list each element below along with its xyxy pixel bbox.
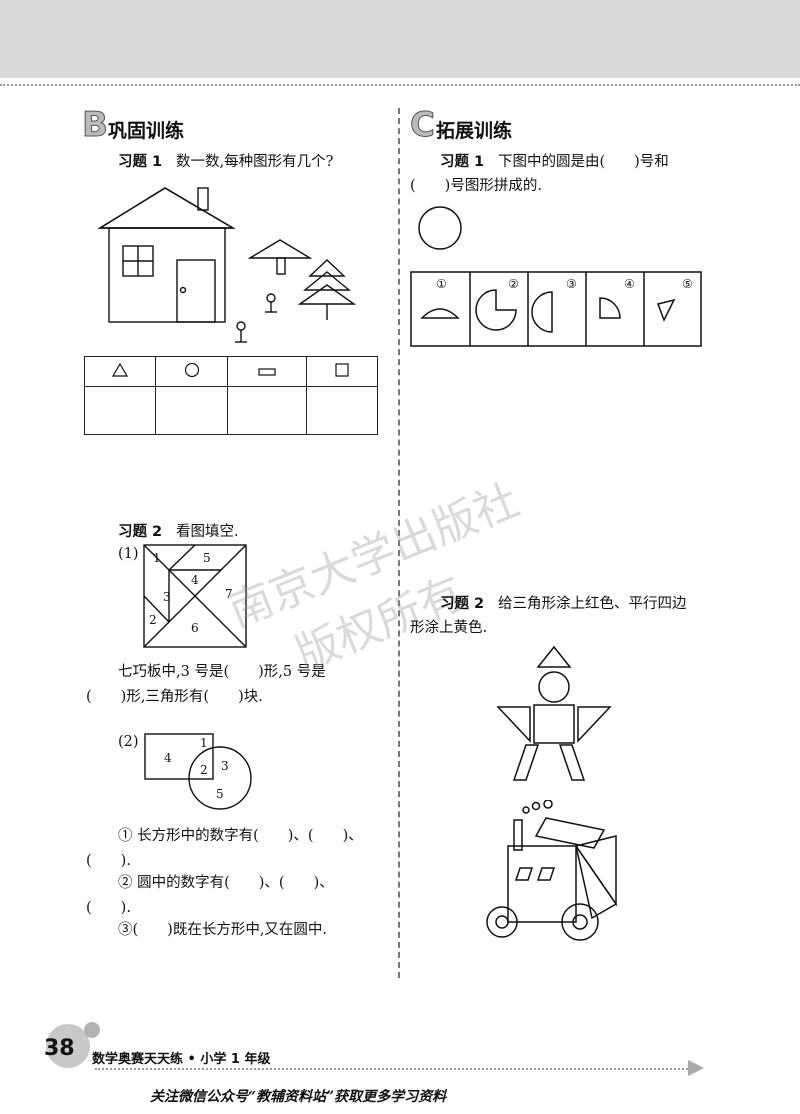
overlap-label-5: 5 (216, 787, 224, 801)
c-q2-line1: 习题 2 给三角形涂上红色、平行四边 (440, 594, 686, 614)
book-title: 数学奥赛天天练 • 小学 1 年级 (92, 1052, 271, 1067)
tangram-label-7: 7 (225, 587, 233, 601)
b-q2-part2-line1: ① 长方形中的数字有( )、( )、 (118, 828, 363, 844)
c-q1-label: 习题 1 (440, 154, 485, 170)
circle-icon (155, 356, 228, 387)
option-2-label: ② (508, 277, 519, 291)
section-c-letter: C (410, 105, 436, 145)
promo-note: 关注微信公众号“教辅资料站”获取更多学习资料 (150, 1089, 447, 1105)
b-q2-part1-line2: ( )形,三角形有( )块. (86, 689, 263, 705)
overlap-label-2: 2 (200, 763, 208, 777)
option-1-label: ① (436, 277, 447, 291)
b-q2-part2-line5: ③( )既在长方形中,又在圆中. (118, 922, 328, 938)
house-scene-figure (97, 187, 357, 343)
count-table (83, 356, 379, 435)
b-q2-part1-number: (1) (118, 546, 139, 562)
b-q1-label: 习题 1 (118, 154, 163, 170)
section-c-title: 拓展训练 (436, 120, 513, 142)
overlap-label-1: 1 (200, 736, 208, 750)
b-q1-text: 数一数,每种图形有几个? (175, 154, 334, 170)
c-q2-line2: 形涂上黄色. (410, 620, 488, 636)
tangram-label-5: 5 (203, 551, 211, 565)
options-strip: ① ② ③ ④ ⑤ (410, 271, 702, 347)
b-q2-text: 看图填空. (175, 524, 239, 540)
square-count-cell[interactable] (305, 386, 379, 435)
tangram-figure: 1 2 3 4 5 6 7 (143, 544, 247, 648)
c-q1-line2: ( )号图形拼成的. (410, 178, 542, 194)
b-q2-part2-line4: ( ). (86, 900, 131, 916)
tangram-label-4: 4 (191, 573, 199, 587)
robot-figure[interactable] (494, 645, 614, 785)
top-dotted-rule (0, 84, 800, 86)
circle-count-cell[interactable] (155, 386, 228, 435)
option-5-label: ⑤ (682, 277, 693, 291)
target-circle (418, 206, 462, 250)
c-q2-label: 习题 2 (440, 596, 485, 612)
footer-dotted-rule (95, 1068, 695, 1070)
b-q2-part2-line2: ( ). (86, 853, 131, 869)
c-q2-text: 给三角形涂上红色、平行四边 (497, 596, 687, 612)
page-badge-icon (46, 1022, 100, 1068)
b-q1-line: 习题 1 数一数,每种图形有几个? (118, 152, 333, 172)
tangram-label-2: 2 (149, 613, 157, 627)
tangram-label-1: 1 (153, 551, 161, 565)
page-number: 38 (44, 1036, 75, 1061)
tangram-label-3: 3 (163, 590, 171, 604)
b-q2-part1-line1: 七巧板中,3 号是( )形,5 号是 (118, 664, 326, 680)
column-divider (398, 108, 400, 978)
triangle-icon (83, 356, 157, 387)
b-q2-label: 习题 2 (118, 524, 163, 540)
top-band (0, 0, 800, 78)
section-b-title: 巩固训练 (108, 120, 185, 142)
b-q2-line: 习题 2 看图填空. (118, 522, 239, 542)
option-3-label: ③ (566, 277, 577, 291)
b-q2-part2-line3: ② 圆中的数字有( )、( )、 (118, 875, 334, 891)
rectangle-count-cell[interactable] (226, 386, 307, 435)
c-q1-text: 下图中的圆是由( )号和 (497, 154, 669, 170)
triangle-count-cell[interactable] (83, 386, 157, 435)
rect-circle-figure: 1 2 3 4 5 (144, 733, 252, 810)
arrow-right-icon (688, 1060, 704, 1076)
overlap-label-4: 4 (164, 751, 172, 765)
overlap-label-3: 3 (221, 759, 229, 773)
c-q1-line1: 习题 1 下图中的圆是由( )号和 (440, 152, 669, 172)
b-q2-part2-number: (2) (118, 734, 139, 750)
option-4-label: ④ (624, 277, 635, 291)
truck-figure[interactable] (484, 800, 634, 945)
section-b-letter: B (82, 105, 109, 145)
square-icon (305, 356, 379, 387)
rectangle-icon (226, 356, 307, 387)
tangram-label-6: 6 (191, 621, 199, 635)
